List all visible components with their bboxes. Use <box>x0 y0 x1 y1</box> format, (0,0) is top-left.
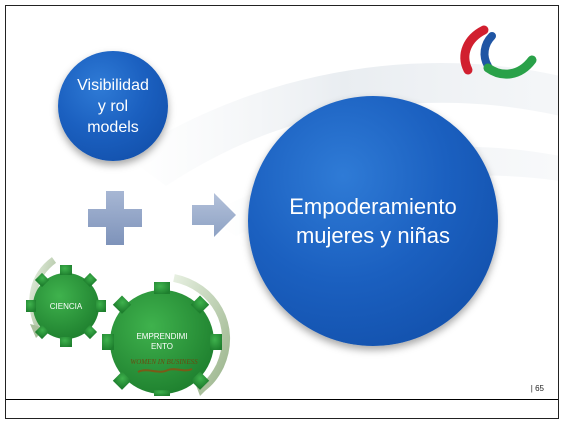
gears-diagram <box>26 257 231 396</box>
gear-small-label: CIENCIA <box>49 302 83 311</box>
plus-icon <box>88 191 142 245</box>
page-number: | 65 <box>530 384 544 393</box>
circle-large-text: Empoderamiento mujeres y niñas <box>289 194 457 248</box>
science-gear <box>26 265 106 347</box>
circle-small-text: Visibilidad y rol models <box>77 76 149 136</box>
paralympic-agitos-logo <box>460 25 537 79</box>
footer-rule <box>6 399 558 400</box>
gear-large-label: EMPRENDIMI ENTO <box>136 332 188 351</box>
visibility-role-models-circle: Visibilidad y rol models <box>58 51 168 161</box>
brand-text-part1: WOMEN IN BUSINESS <box>130 358 198 366</box>
women-in-business-logo: WOMEN IN BUSINESS <box>130 358 198 373</box>
slide: Visibilidad y rol models Empoderamiento … <box>5 5 559 419</box>
empowerment-circle: Empoderamiento mujeres y niñas <box>248 96 498 346</box>
arrow-right-icon <box>192 193 236 237</box>
